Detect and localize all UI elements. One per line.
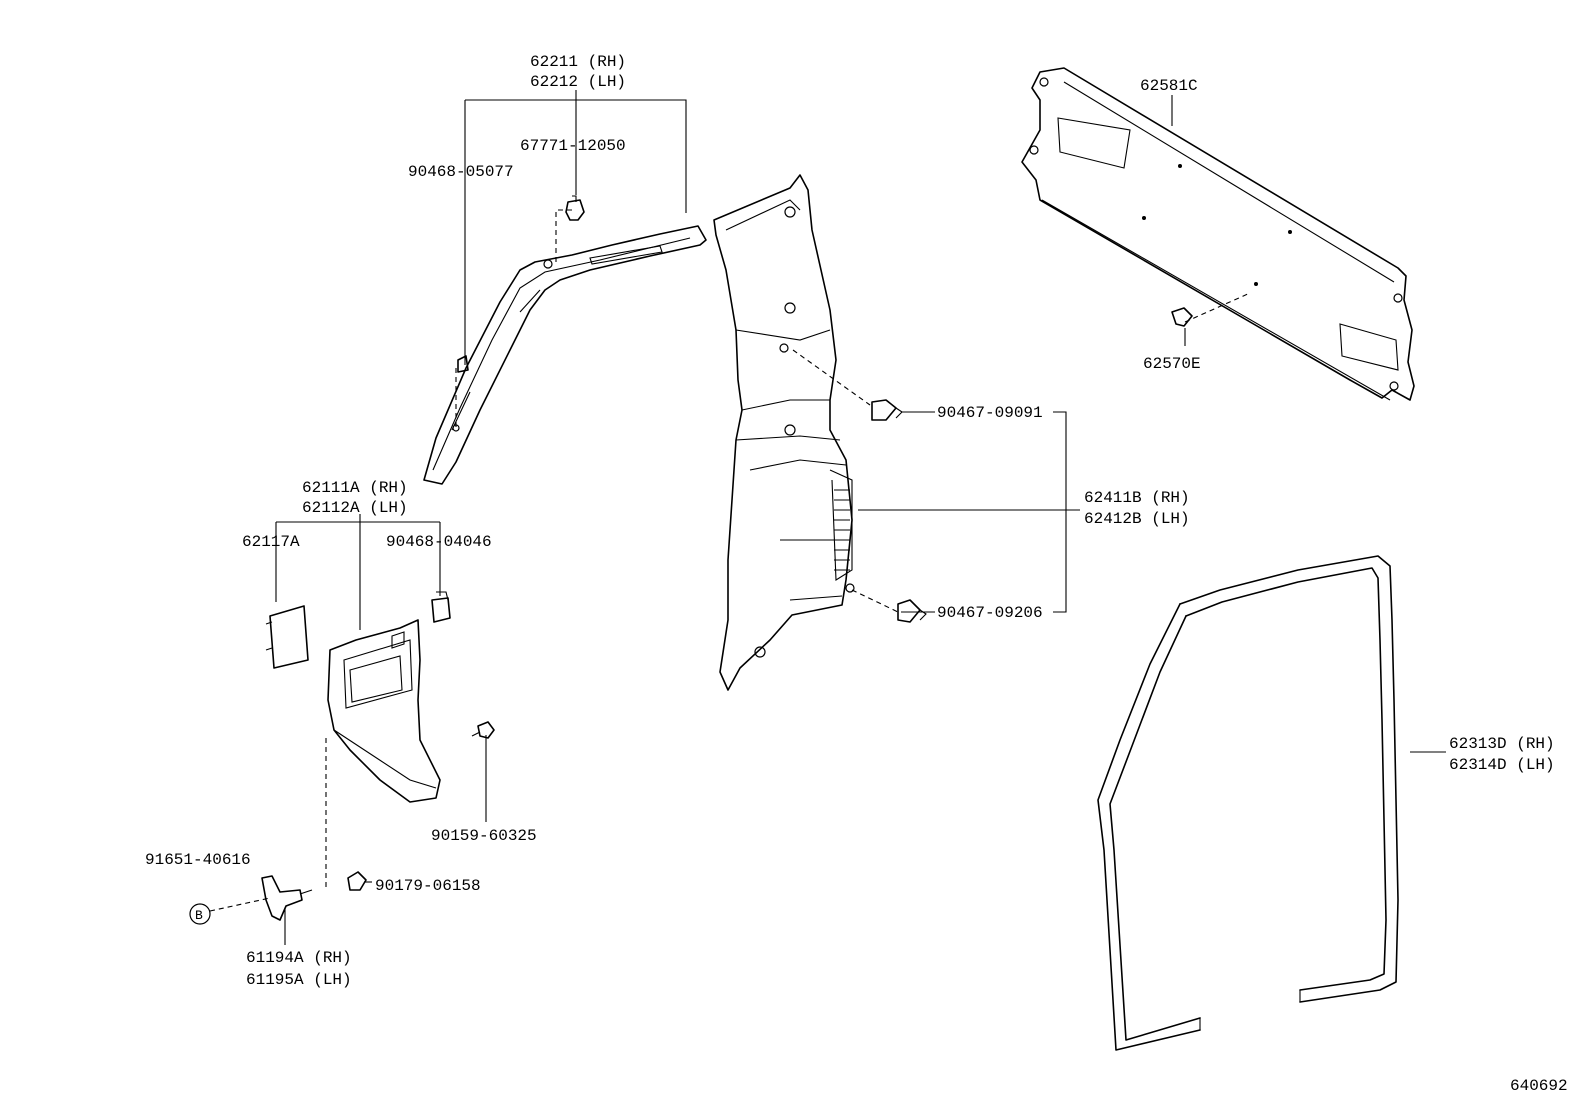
label-91651: 91651-40616 bbox=[145, 851, 251, 869]
label-67771: 67771-12050 bbox=[520, 137, 626, 155]
clip-62570 bbox=[1171, 307, 1193, 327]
label-90468-04046: 90468-04046 bbox=[386, 533, 492, 551]
label-62411: 62411B (RH) bbox=[1084, 489, 1190, 507]
label-90179: 90179-06158 bbox=[375, 877, 481, 895]
clip-90467-09091 bbox=[871, 399, 903, 421]
label-62581: 62581C bbox=[1140, 77, 1198, 95]
screw-90159 bbox=[471, 721, 495, 739]
pillar-garnish-upper bbox=[423, 225, 707, 485]
label-62412: 62412B (LH) bbox=[1084, 510, 1190, 528]
label-90159: 90159-60325 bbox=[431, 827, 537, 845]
label-62212: 62212 (LH) bbox=[530, 73, 626, 91]
label-62570: 62570E bbox=[1143, 355, 1201, 373]
cover-62117 bbox=[265, 605, 309, 669]
clip-90468-04046 bbox=[431, 591, 451, 623]
label-62313: 62313D (RH) bbox=[1449, 735, 1555, 753]
quarter-trim-panel bbox=[713, 174, 855, 691]
nut-90179 bbox=[347, 871, 367, 891]
label-90467-09091: 90467-09091 bbox=[937, 404, 1043, 422]
reference-b: B bbox=[189, 903, 211, 925]
label-90468-05077: 90468-05077 bbox=[408, 163, 514, 181]
leader-lines bbox=[209, 90, 1446, 945]
clip-90467-09206 bbox=[897, 599, 927, 623]
assembly-lines bbox=[325, 209, 1251, 890]
label-62117: 62117A bbox=[242, 533, 300, 551]
label-61194: 61194A (RH) bbox=[246, 949, 352, 967]
figure-id: 640692 bbox=[1510, 1077, 1568, 1095]
label-61195: 61195A (LH) bbox=[246, 971, 352, 989]
clip-67771 bbox=[565, 195, 585, 221]
back-panel-trim bbox=[1021, 67, 1415, 401]
lower-pillar-trim bbox=[327, 619, 441, 803]
label-90467-09206: 90467-09206 bbox=[937, 604, 1043, 622]
label-62211: 62211 (RH) bbox=[530, 53, 626, 71]
bracket-61194 bbox=[261, 875, 313, 921]
label-62314: 62314D (LH) bbox=[1449, 756, 1555, 774]
door-weatherstrip bbox=[1097, 555, 1399, 1051]
reference-b-letter: B bbox=[195, 908, 203, 923]
label-62112: 62112A (LH) bbox=[302, 499, 408, 517]
label-62111: 62111A (RH) bbox=[302, 479, 408, 497]
